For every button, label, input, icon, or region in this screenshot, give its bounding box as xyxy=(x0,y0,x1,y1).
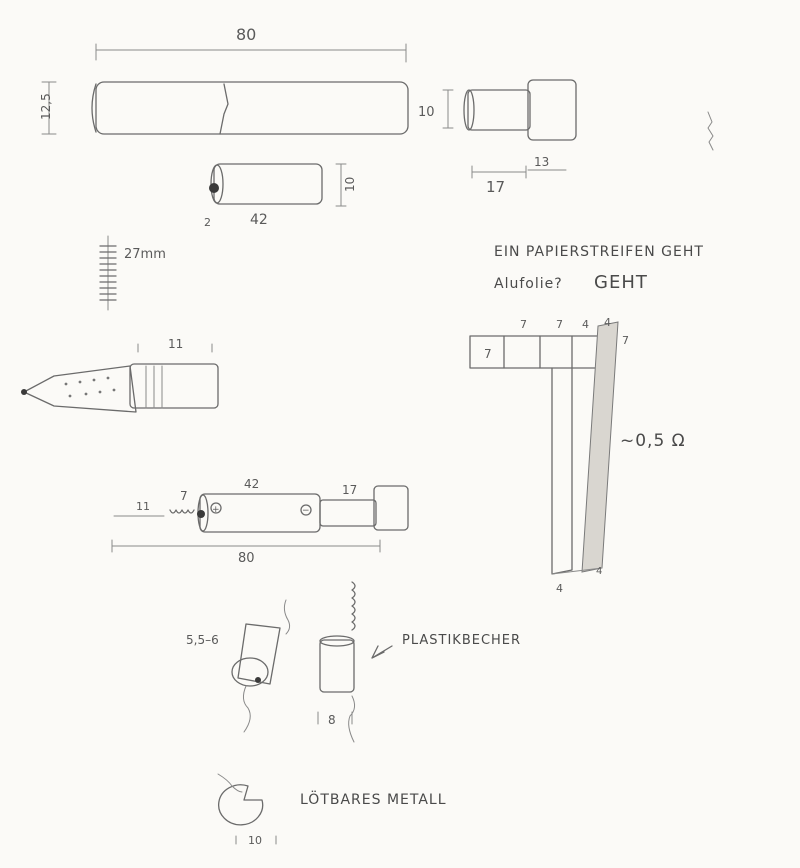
battery: 42 10 2 xyxy=(204,163,357,229)
cap-piece: 10 17 13 xyxy=(418,79,714,196)
tube-length-label: 80 xyxy=(236,25,256,44)
strip-left-label: 7 xyxy=(484,347,492,361)
cap-length-label: 17 xyxy=(486,178,505,196)
strip-width-3: 4 xyxy=(582,318,589,331)
cup-height-label: 8 xyxy=(328,713,336,727)
main-tube: 80 12,5 xyxy=(39,25,409,135)
battery-length-label: 42 xyxy=(250,212,268,228)
cap-diameter-label: 10 xyxy=(418,105,435,120)
minus-sign: − xyxy=(302,506,310,516)
asm-7-label: 7 xyxy=(180,489,188,503)
strip-bottom-2: 4 xyxy=(596,566,602,577)
solder-metal-label: LÖTBARES METALL xyxy=(300,790,447,808)
spring-label: 27mm xyxy=(124,247,166,262)
cap-small-label: 13 xyxy=(534,155,549,169)
asm-11-label: 11 xyxy=(136,500,150,513)
strip-width-1: 7 xyxy=(520,318,527,331)
tip-dots xyxy=(64,376,116,398)
pen-tip: 11 xyxy=(21,337,219,413)
asm-17-label: 17 xyxy=(342,483,357,497)
asm-80-label: 80 xyxy=(238,551,255,566)
disc-dim-label: 10 xyxy=(248,834,262,847)
assembly: 42 17 7 11 + − 80 xyxy=(111,477,409,566)
cup-contact: 5,5–6 PLASTIKBECHER 8 xyxy=(186,581,521,743)
tip-length-label: 11 xyxy=(168,337,183,351)
battery-nub-label: 2 xyxy=(204,216,211,229)
strip-width-4: 4 xyxy=(604,316,611,329)
tube-diameter-label: 12,5 xyxy=(39,93,53,120)
note-line-3: GEHT xyxy=(594,272,648,293)
strip-height-label: 7 xyxy=(622,334,629,347)
battery-diameter-label: 10 xyxy=(343,177,357,192)
note-line-1: EIN PAPIERSTREIFEN GEHT xyxy=(494,244,704,260)
strip-width-2: 7 xyxy=(556,318,563,331)
l-strip: 7 7 7 4 4 7 ~0,5 Ω 4 4 xyxy=(469,316,686,595)
resistance-label: ~0,5 Ω xyxy=(620,431,686,451)
plastic-cup-label: PLASTIKBECHER xyxy=(402,633,521,648)
note-line-2: Alufolie? xyxy=(494,276,563,292)
plus-sign: + xyxy=(212,505,220,515)
asm-42-label: 42 xyxy=(244,477,259,491)
strip-notes: EIN PAPIERSTREIFEN GEHT Alufolie? GEHT xyxy=(494,244,704,293)
strip-bottom-1: 4 xyxy=(556,582,563,595)
cup-dim-label: 5,5–6 xyxy=(186,633,219,647)
spring: 27mm xyxy=(99,235,166,311)
solder-disc: LÖTBARES METALL 10 xyxy=(217,773,447,847)
